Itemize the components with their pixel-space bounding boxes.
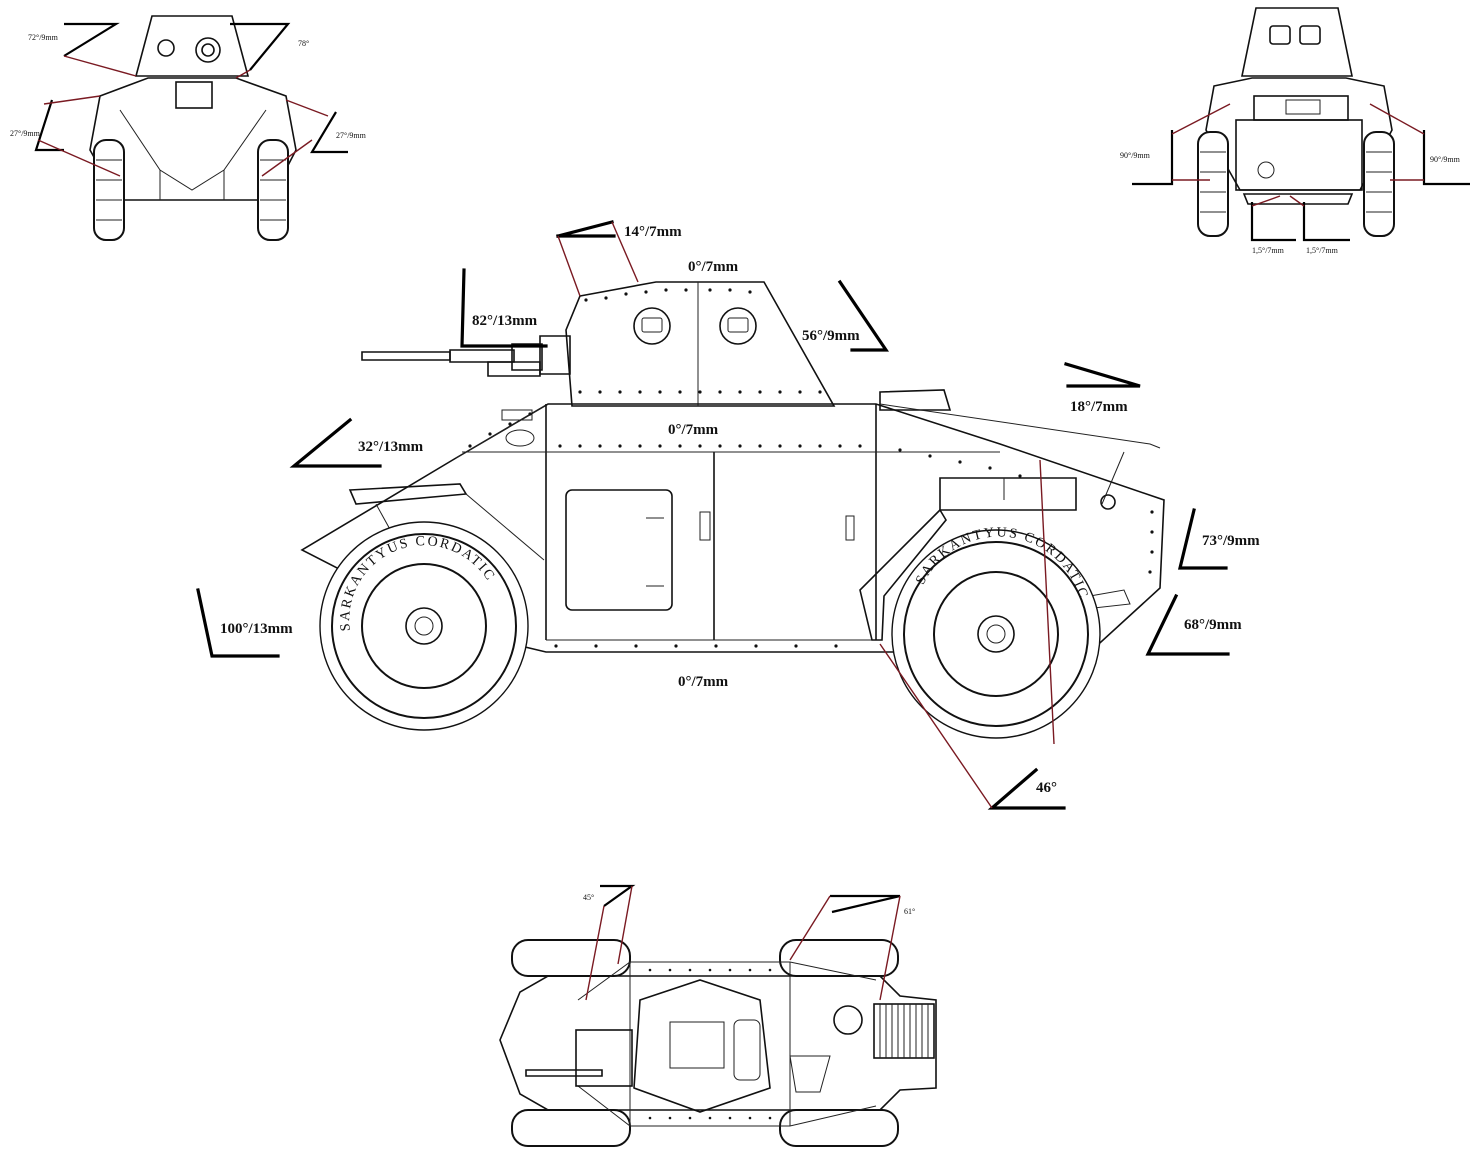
- top-front-angle-label: 45°: [583, 893, 594, 902]
- rear-deck-label: 18°/7mm: [1070, 399, 1128, 415]
- side-view: SARKANTYUS CORDATIC SARKANTYUS CORDATIC …: [196, 220, 1260, 810]
- top-view: 45° 61°: [499, 884, 937, 1147]
- rivet-pattern: [468, 288, 1154, 648]
- front-side-left-label: 27°/9mm: [10, 129, 41, 138]
- rear-upper-angle-marker: [1177, 508, 1228, 570]
- hull-bottom-label: 0°/7mm: [678, 674, 729, 690]
- front-lower-angle-marker: [196, 588, 280, 658]
- glacis-angle-marker: [289, 417, 382, 468]
- rear-side-left-label: 90°/9mm: [1120, 151, 1151, 160]
- top-rear-angle-label: 61°: [904, 907, 915, 916]
- turret-slope-angle-marker: [556, 220, 616, 238]
- front-turret-right-label: 78°: [298, 39, 309, 48]
- rear-bottom-left-label: 1,5°/7mm: [1252, 246, 1285, 255]
- turret-slope-label: 14°/7mm: [624, 224, 682, 240]
- front-turret-right-angle-marker: [230, 22, 291, 71]
- rear-lower-label: 68°/9mm: [1184, 617, 1242, 633]
- rear-wheel: SARKANTYUS CORDATIC: [891, 525, 1101, 739]
- rear-bottom-right-label: 1,5°/7mm: [1306, 246, 1339, 255]
- top-front-angle-marker: [600, 884, 636, 907]
- turret-front-label: 82°/13mm: [472, 313, 538, 329]
- front-side-left-angle-marker: [34, 99, 64, 152]
- rear-side-left-angle-marker: [1132, 130, 1174, 186]
- front-side-right-angle-marker: [310, 111, 348, 154]
- rear-view: 90°/9mm 90°/9mm 1,5°/7mm 1,5°/7mm: [1120, 7, 1470, 255]
- turret-roof-label: 0°/7mm: [688, 259, 739, 275]
- rear-side-right-label: 90°/9mm: [1430, 155, 1461, 164]
- rear-upper-label: 73°/9mm: [1202, 533, 1260, 549]
- rear-side-right-angle-marker: [1422, 130, 1470, 186]
- rear-lower-angle-marker: [1145, 593, 1230, 656]
- front-lower-label: 100°/13mm: [220, 621, 293, 637]
- turret-rear-angle-marker: [837, 279, 890, 352]
- rear-bottom-left-angle-marker: [1250, 202, 1296, 242]
- glacis-label: 32°/13mm: [358, 439, 424, 455]
- front-turret-left-label: 72°/9mm: [28, 33, 59, 42]
- rear-bottom-right-angle-marker: [1302, 202, 1350, 242]
- front-wheel: SARKANTYUS CORDATIC: [319, 521, 529, 731]
- rear-angle-label: 46°: [1036, 780, 1057, 796]
- hull-top-label: 0°/7mm: [668, 422, 719, 438]
- turret-front-angle-marker: [460, 268, 548, 348]
- front-view: 72°/9mm 78° 27°/9mm 27°/9mm: [10, 15, 367, 241]
- top-rear-angle-marker: [830, 894, 901, 914]
- turret-rear-label: 56°/9mm: [802, 328, 860, 344]
- rear-deck-angle-marker: [1064, 362, 1141, 388]
- front-side-right-label: 27°/9mm: [336, 131, 367, 140]
- front-turret-left-angle-marker: [63, 22, 120, 57]
